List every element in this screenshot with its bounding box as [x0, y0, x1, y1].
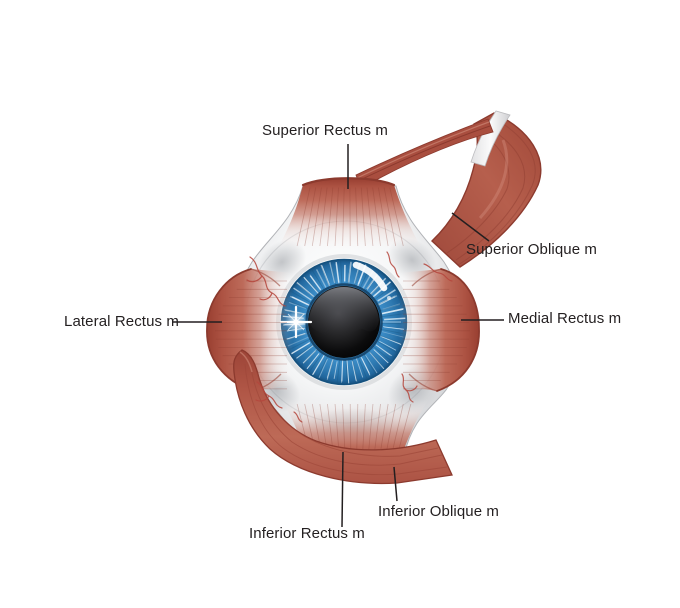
- label-medial-rectus: Medial Rectus m: [508, 310, 622, 327]
- superior-oblique-strand: [355, 118, 494, 189]
- leader-line-superior-oblique: [451, 212, 490, 242]
- leader-line-inferior-oblique: [393, 466, 398, 502]
- lateral-rectus-muscle: [206, 268, 293, 392]
- label-lateral-rectus: Lateral Rectus m: [64, 313, 179, 330]
- label-inferior-oblique: Inferior Oblique m: [378, 503, 500, 520]
- medial-rectus-muscle: [399, 268, 480, 392]
- medial-rectus-fibers: [403, 280, 470, 390]
- label-superior-oblique: Superior Oblique m: [466, 241, 598, 258]
- superior-rectus-muscle: [276, 177, 423, 251]
- blood-vessels: [246, 251, 453, 423]
- leader-lines: [172, 144, 504, 528]
- superior-rectus-fibers: [296, 187, 404, 247]
- inferior-oblique-muscle: [233, 349, 453, 485]
- label-superior-rectus: Superior Rectus m: [262, 122, 388, 139]
- superior-oblique-muscle: [355, 110, 542, 268]
- pupil-sheen: [309, 287, 379, 337]
- pupil: [308, 286, 380, 358]
- label-inferior-rectus: Inferior Rectus m: [249, 525, 365, 542]
- trochlea-tendon: [470, 110, 511, 167]
- leader-line-inferior-rectus: [341, 451, 344, 528]
- eye-glint: [352, 261, 388, 292]
